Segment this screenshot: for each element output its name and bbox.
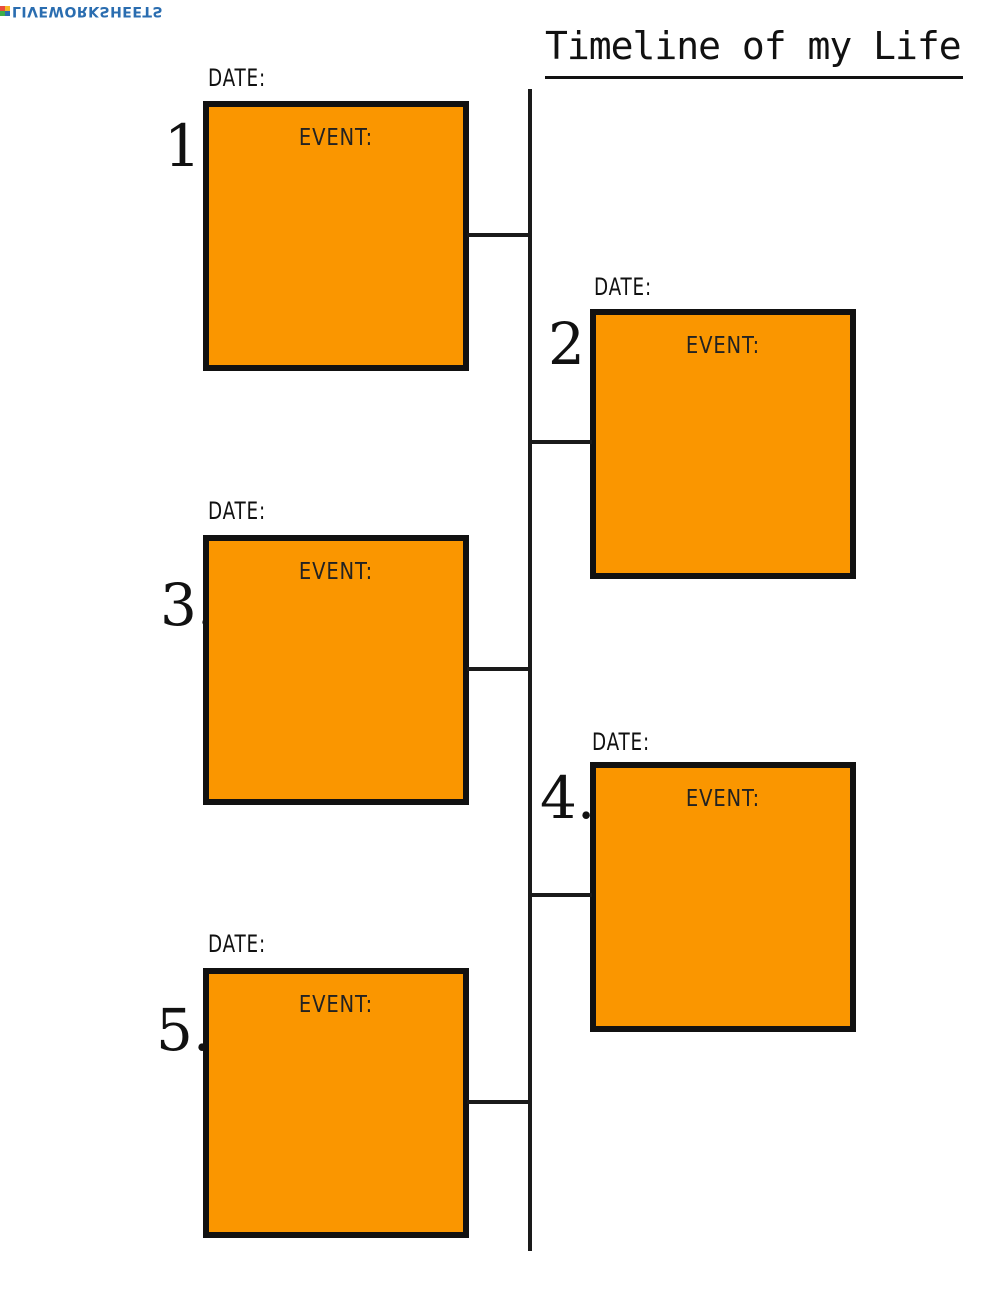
connector-3 — [467, 667, 529, 671]
event-box-2[interactable]: EVENT: — [590, 309, 856, 579]
entry-number-4: 4. — [540, 764, 596, 832]
event-box-1[interactable]: EVENT: — [203, 101, 469, 371]
connector-4 — [530, 893, 592, 897]
connector-1 — [467, 233, 529, 237]
event-box-4[interactable]: EVENT: — [590, 762, 856, 1032]
event-label-4: EVENT: — [685, 786, 761, 812]
event-box-3[interactable]: EVENT: — [203, 535, 469, 805]
event-label-3: EVENT: — [298, 559, 374, 585]
title-underline — [545, 76, 963, 79]
timeline-axis — [528, 89, 532, 1251]
date-label-5: DATE: — [208, 930, 266, 958]
event-box-5[interactable]: EVENT: — [203, 968, 469, 1238]
liveworksheets-watermark: LIVEWORKSHEETS — [0, 3, 164, 19]
event-label-2: EVENT: — [685, 333, 761, 359]
date-label-3: DATE: — [208, 497, 266, 525]
connector-5 — [467, 1100, 529, 1104]
watermark-text: LIVEWORKSHEETS — [12, 3, 164, 19]
date-label-4: DATE: — [592, 728, 650, 756]
event-label-5: EVENT: — [298, 992, 374, 1018]
date-label-1: DATE: — [208, 64, 266, 92]
connector-2 — [530, 440, 592, 444]
page-title: Timeline of my Life — [545, 24, 962, 68]
liveworksheets-logo-icon — [0, 6, 10, 16]
event-label-1: EVENT: — [298, 125, 374, 151]
entry-number-5: 5. — [156, 996, 212, 1064]
date-label-2: DATE: — [594, 273, 652, 301]
